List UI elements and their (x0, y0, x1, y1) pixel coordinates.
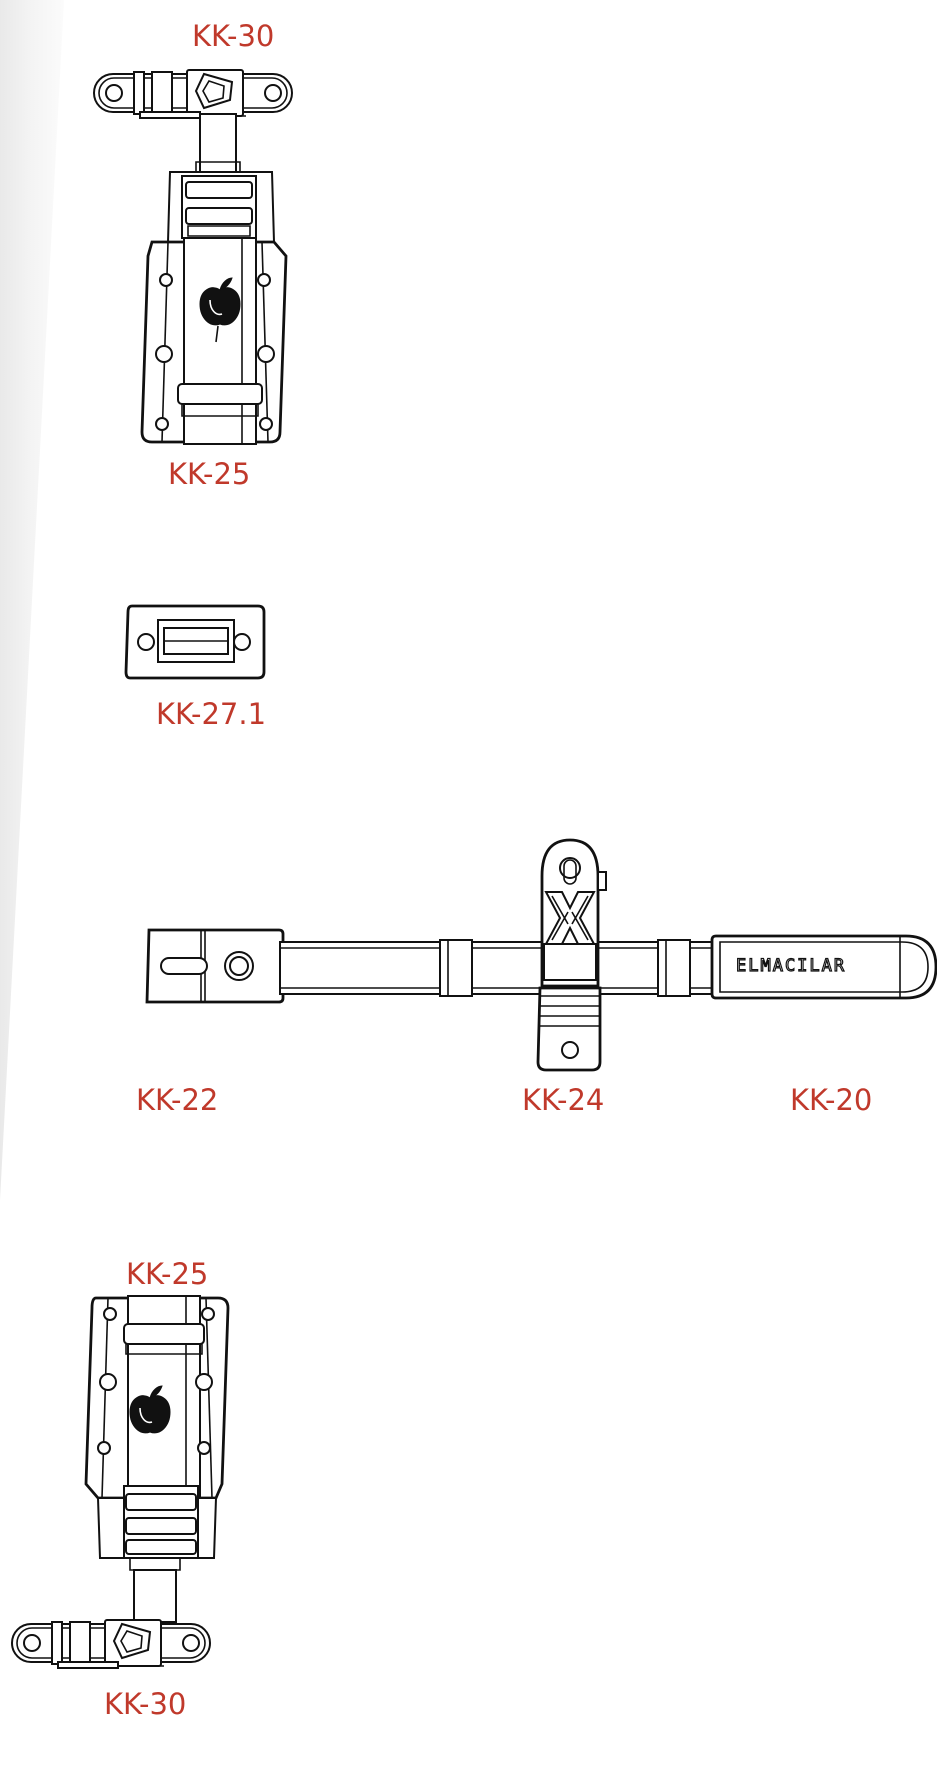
kk25-top-lock-body (138, 114, 288, 444)
label-kk30-bottom: KK-30 (104, 1687, 187, 1721)
label-kk27-1: KK-27.1 (156, 697, 267, 731)
label-kk25-bottom: KK-25 (126, 1257, 209, 1291)
kk27-1-keeper (124, 602, 266, 682)
bar-rod (280, 940, 730, 996)
kk20-bar-handle (710, 934, 937, 1000)
bar-handle-logo-text: ELMACILAR (735, 955, 847, 976)
kk30-bottom-handle (10, 1618, 220, 1670)
kk24-bar-clamp (524, 836, 614, 1076)
kk25-bottom-lock-body (82, 1296, 232, 1626)
label-kk25-top: KK-25 (168, 457, 251, 491)
kk22-bar-guide (145, 926, 285, 1006)
label-kk30-top: KK-30 (192, 19, 275, 53)
label-kk24: KK-24 (522, 1083, 605, 1117)
label-kk20: KK-20 (790, 1083, 873, 1117)
label-kk22: KK-22 (136, 1083, 219, 1117)
page-edge-shadow (0, 0, 64, 1200)
kk30-top-handle (92, 68, 302, 120)
